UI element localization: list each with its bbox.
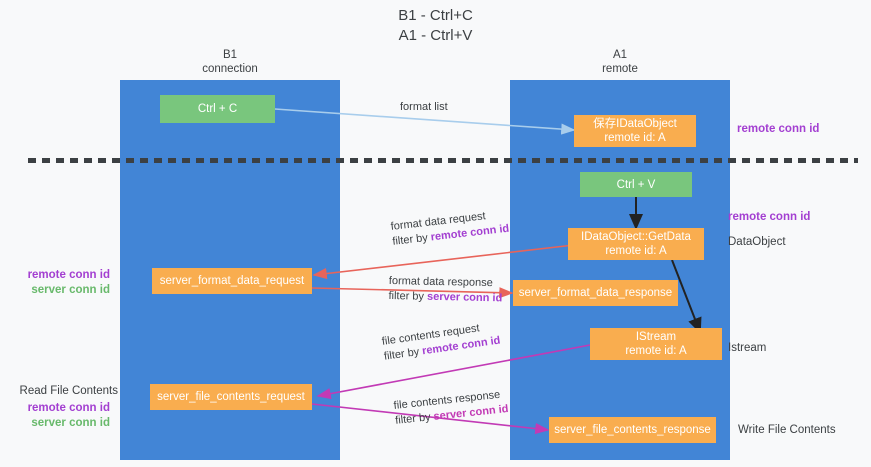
annotation-read-file-contents: Read File Contents xyxy=(19,385,118,397)
annotation-istream: Istream xyxy=(728,342,767,354)
annotation-left-conn-group-2: remote conn id server conn id xyxy=(0,401,110,431)
node-server-file-contents-request-label: server_file_contents_request xyxy=(157,391,305,403)
edge-label-fcresp-prefix: filter by xyxy=(394,410,435,427)
node-server-format-data-response-label: server_format_data_response xyxy=(518,287,673,299)
node-server-format-data-request-label: server_format_data_request xyxy=(159,275,305,287)
node-ctrl-c-label: Ctrl + C xyxy=(197,103,238,115)
node-istream-label: IStream xyxy=(635,331,677,343)
edge-label-fdreq-prefix: filter by xyxy=(391,231,432,248)
annotation-remote-conn-id-mid: remote conn id xyxy=(728,211,811,223)
node-istream-sub: remote id: A xyxy=(625,345,687,357)
annotation-left-remote-conn-id-1: remote conn id xyxy=(27,269,110,281)
annotation-left-server-conn-id-1: server conn id xyxy=(31,284,110,296)
edge-label-format-data-request: format data request filter by remote con… xyxy=(390,207,510,250)
annotation-write-file-contents: Write File Contents xyxy=(738,424,836,436)
lane-header-a1-name: A1 xyxy=(612,49,628,61)
node-ctrl-v-label: Ctrl + V xyxy=(616,178,656,191)
annotation-dataobject: DataObject xyxy=(728,236,786,248)
node-save-idataobject[interactable]: 保存IDataObject remote id: A xyxy=(574,115,696,147)
edge-label-fdresp-prefix: filter by xyxy=(388,289,428,303)
edge-label-file-contents-request: file contents request filter by remote c… xyxy=(381,319,501,365)
lane-header-a1-sub: remote xyxy=(602,63,638,75)
node-istream[interactable]: IStream remote id: A xyxy=(590,328,722,360)
node-server-file-contents-response[interactable]: server_file_contents_response xyxy=(549,417,716,443)
edge-label-fcreq-prefix: filter by xyxy=(383,345,424,363)
edge-label-format-list-text: format list xyxy=(400,101,448,113)
node-save-idataobject-label: 保存IDataObject xyxy=(593,118,677,130)
lane-header-a1: A1 remote xyxy=(510,48,730,76)
edge-label-format-list: format list xyxy=(400,100,448,115)
node-server-format-data-response[interactable]: server_format_data_response xyxy=(513,280,678,306)
node-server-format-data-request[interactable]: server_format_data_request xyxy=(152,268,312,294)
node-ctrl-c[interactable]: Ctrl + C xyxy=(160,95,275,123)
annotation-left-conn-group-1: remote conn id server conn id xyxy=(0,268,110,298)
edge-label-file-contents-response: file contents response filter by server … xyxy=(393,387,509,429)
node-save-idataobject-sub: remote id: A xyxy=(604,132,666,144)
annotation-remote-conn-id-top: remote conn id xyxy=(737,123,820,135)
title-line-1: B1 - Ctrl+C xyxy=(398,7,473,24)
edge-label-fdresp-key: server conn id xyxy=(426,290,503,305)
node-server-file-contents-request[interactable]: server_file_contents_request xyxy=(150,384,312,410)
edge-label-format-data-response: format data response filter by server co… xyxy=(388,274,502,306)
lane-header-b1-name: B1 xyxy=(222,49,238,61)
page-title: B1 - Ctrl+C A1 - Ctrl+V xyxy=(0,6,871,46)
annotation-left-remote-conn-id-2: remote conn id xyxy=(27,402,110,414)
edge-label-format-data-response-line2: filter by server conn id xyxy=(388,289,502,306)
annotation-left-server-conn-id-2: server conn id xyxy=(31,417,110,429)
node-server-file-contents-response-label: server_file_contents_response xyxy=(554,424,711,436)
phase-divider xyxy=(28,158,858,163)
title-line-2: A1 - Ctrl+V xyxy=(398,27,473,44)
node-idataobject-getdata[interactable]: IDataObject::GetData remote id: A xyxy=(568,228,704,260)
lane-header-b1-sub: connection xyxy=(202,63,258,75)
node-ctrl-v[interactable]: Ctrl + V xyxy=(580,172,692,197)
node-idataobject-getdata-sub: remote id: A xyxy=(605,245,667,257)
node-idataobject-getdata-label: IDataObject::GetData xyxy=(581,231,691,243)
lane-header-b1: B1 connection xyxy=(120,48,340,76)
